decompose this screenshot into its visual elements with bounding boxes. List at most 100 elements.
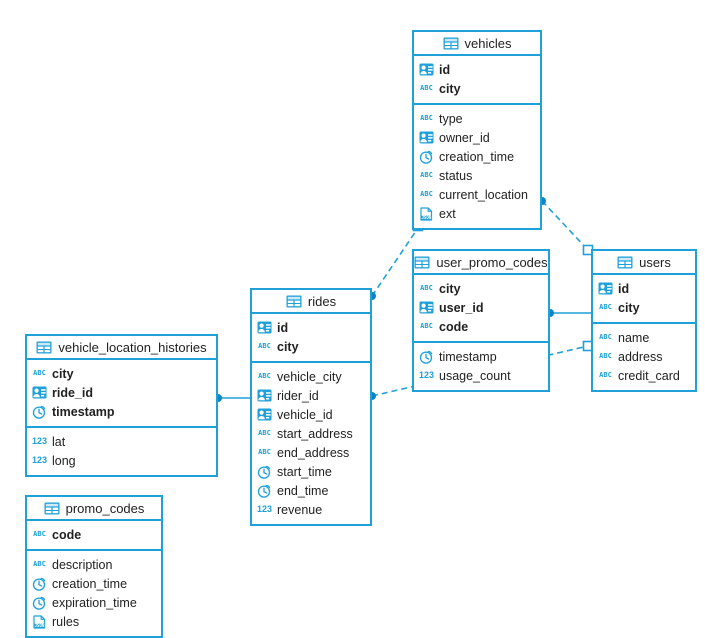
column-row[interactable]: start_time — [252, 462, 370, 481]
column-row[interactable]: ABC address — [593, 347, 695, 366]
abc-text-icon: ABC — [599, 333, 612, 341]
column-name: id — [439, 62, 451, 77]
column-name: revenue — [277, 502, 323, 517]
column-name: city — [277, 339, 299, 354]
abc-text-icon: ABC — [599, 371, 612, 379]
table-title: users — [639, 254, 671, 270]
column-row-primary-key[interactable]: user_id — [414, 298, 548, 317]
column-row-primary-key[interactable]: ride_id — [27, 383, 216, 402]
clock-icon — [32, 405, 47, 419]
abc-text-icon: ABC — [420, 284, 433, 292]
column-row-primary-key[interactable]: id — [414, 60, 540, 79]
table-header-users[interactable]: users — [593, 251, 695, 275]
table-header-rides[interactable]: rides — [252, 290, 370, 314]
table-title: user_promo_codes — [436, 254, 548, 270]
abc-text-icon: ABC — [420, 190, 433, 198]
relationship-vlh-to-rides[interactable] — [214, 394, 250, 402]
table-header-vehicle_location_histories[interactable]: vehicle_location_histories — [27, 336, 216, 360]
relationship-vehicles-to-users[interactable] — [538, 197, 594, 256]
column-name: user_id — [439, 300, 484, 315]
column-name: description — [52, 557, 113, 572]
column-row[interactable]: end_time — [252, 481, 370, 500]
relationship-upc-to-users[interactable] — [546, 309, 591, 317]
table-header-promo_codes[interactable]: promo_codes — [27, 497, 161, 521]
key-id-icon — [257, 389, 272, 402]
table-grid-icon — [443, 37, 459, 50]
column-name: city — [439, 281, 461, 296]
column-row[interactable]: ABC vehicle_city — [252, 367, 370, 386]
column-row[interactable]: vehicle_id — [252, 405, 370, 424]
relationship-line — [541, 200, 589, 251]
column-row[interactable]: 123 revenue — [252, 500, 370, 519]
number-123-icon: 123 — [257, 504, 273, 514]
clock-icon — [419, 350, 434, 364]
abc-text-icon: ABC — [420, 114, 433, 122]
column-name: lat — [52, 434, 66, 449]
column-row-primary-key[interactable]: ABC city — [414, 279, 548, 298]
table-title: rides — [307, 293, 337, 309]
column-row[interactable]: creation_time — [27, 574, 161, 593]
table-grid-icon — [414, 256, 430, 269]
column-row[interactable]: expiration_time — [27, 593, 161, 612]
column-name: code — [439, 319, 469, 334]
column-name: vehicle_city — [277, 369, 342, 384]
column-row-primary-key[interactable]: id — [252, 318, 370, 337]
abc-text-icon: ABC — [599, 352, 612, 360]
table-header-vehicles[interactable]: vehicles — [414, 32, 540, 56]
column-name: id — [618, 281, 630, 296]
column-name: end_address — [277, 445, 350, 460]
column-name: owner_id — [439, 130, 490, 145]
table-grid-icon — [617, 256, 633, 269]
clock-icon — [32, 577, 47, 591]
column-row[interactable]: timestamp — [414, 347, 548, 366]
column-name: address — [618, 349, 663, 364]
table-header-user_promo_codes[interactable]: user_promo_codes — [414, 251, 548, 275]
column-row[interactable]: owner_id — [414, 128, 540, 147]
column-name: id — [277, 320, 289, 335]
table-title: vehicle_location_histories — [58, 339, 207, 355]
column-row[interactable]: rider_id — [252, 386, 370, 405]
column-name: end_time — [277, 483, 329, 498]
key-id-icon — [419, 63, 434, 76]
column-row-primary-key[interactable]: id — [593, 279, 695, 298]
svg-text:JSON: JSON — [421, 215, 431, 220]
abc-text-icon: ABC — [33, 369, 46, 377]
abc-text-icon: ABC — [258, 372, 271, 380]
abc-text-icon: ABC — [420, 84, 433, 92]
key-id-icon — [257, 321, 272, 334]
column-row[interactable]: creation_time — [414, 147, 540, 166]
column-name: creation_time — [439, 149, 515, 164]
column-name: timestamp — [439, 349, 497, 364]
column-row-primary-key[interactable]: timestamp — [27, 402, 216, 421]
clock-icon — [257, 465, 272, 479]
key-id-icon — [257, 408, 272, 421]
